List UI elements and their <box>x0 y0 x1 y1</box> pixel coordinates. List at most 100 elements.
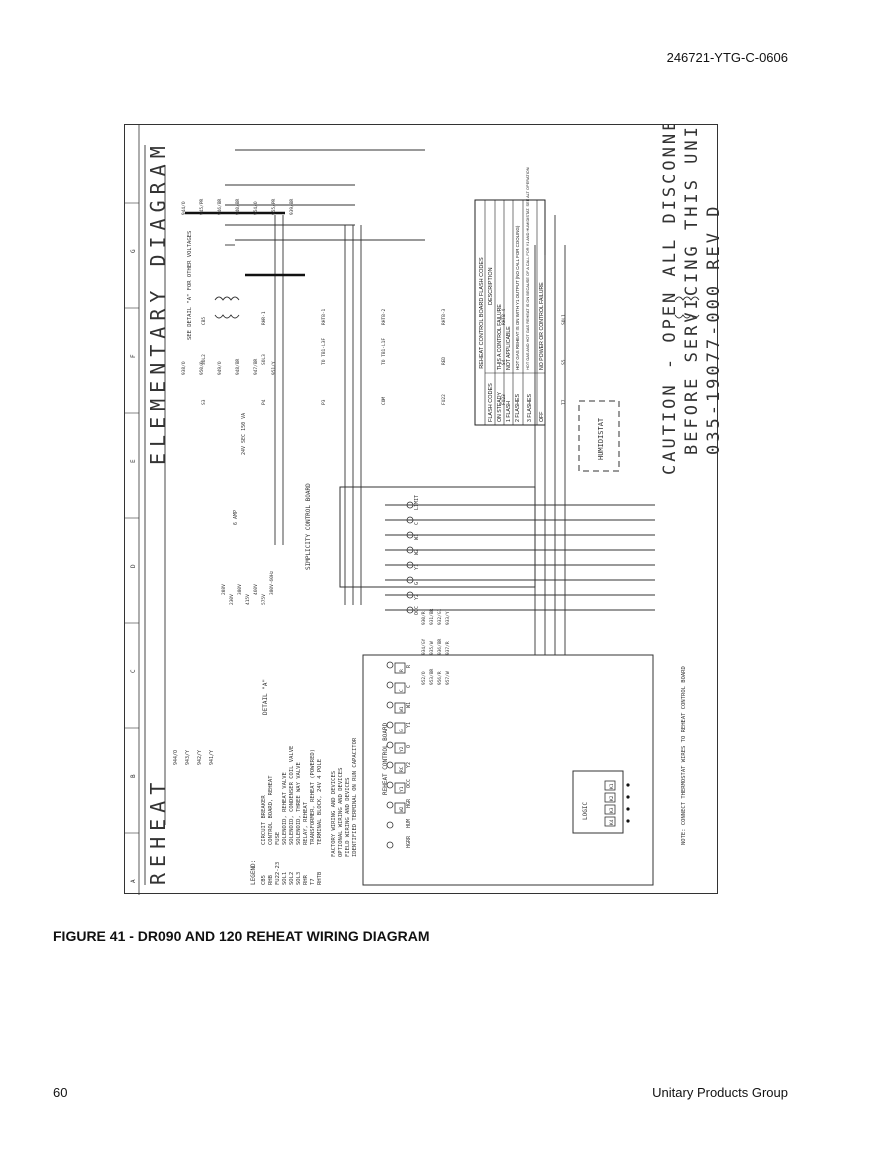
misc-label-14: S3 <box>201 399 207 405</box>
wire-mid-6: 936/BR <box>437 638 443 655</box>
misc-label-15: P4 <box>261 399 267 405</box>
thermostat-terminal-label-1: C <box>399 689 405 692</box>
wire-top-8: 950/O <box>199 361 205 375</box>
wire-top-5: 955/PR <box>271 198 277 215</box>
simplicity-control-board: SIMPLICITY CONTROL BOARD LIMITCW1W2Y1GY2… <box>305 483 536 615</box>
flash-row-5-code: OFF <box>539 412 545 422</box>
misc-label-12: S4 <box>501 359 507 365</box>
thermostat-terminal-0 <box>394 662 406 674</box>
wire-top-1: 945/PR <box>199 198 205 215</box>
legend-code-4: SOL2 <box>289 872 295 885</box>
misc-label-3: RHTB-2 <box>381 308 387 325</box>
caution-block: CAUTION - OPEN ALL DISCONNECTS BEFORE SE… <box>660 125 719 475</box>
legend-code-6: RHR <box>303 874 309 885</box>
wire-left-1: 943/Y <box>185 750 191 765</box>
reheat-terminal-label-9: HGRR <box>406 835 412 848</box>
reheat-terminal-5 <box>386 761 394 769</box>
legend-code-8: RHTB <box>317 871 323 885</box>
thermostat-terminal-5 <box>394 762 406 774</box>
reheat-terminal-8 <box>386 821 394 829</box>
wire-top-7: 938/O <box>181 361 187 375</box>
wire-mid-2: 932/G1 <box>437 608 443 625</box>
reheat-terminal-label-0: R <box>406 664 412 668</box>
thermostat-terminal-1 <box>394 682 406 694</box>
flash-row-1-code: ON STEADY <box>497 391 503 422</box>
thermostat-terminal-2 <box>394 702 406 714</box>
misc-label-6: SOL1 <box>561 314 567 325</box>
logic-label: LOGIC <box>582 802 589 820</box>
wire-mid-3: 933/Y <box>445 611 451 625</box>
flash-table-header-codes: FLASH CODES <box>488 383 494 422</box>
flash-row-2-code: 1 FLASH <box>506 401 512 422</box>
wire-mid-9: 953/BR <box>429 668 435 685</box>
wire-mid-11: 957/W <box>445 671 451 685</box>
reheat-terminal-4 <box>386 741 394 749</box>
legend-desc-1: CONTROL BOARD, REHEAT <box>268 775 274 845</box>
ruler-letter-4: E <box>130 459 137 463</box>
reheat-terminal-label-3: Y1 <box>406 722 412 728</box>
line-legend-2: FIELD WIRING AND DEVICES <box>345 778 351 857</box>
flash-row-4-code: 3 FLASHES <box>527 393 533 422</box>
line-legend-1: OPTIONAL WIRING AND DEVICES <box>338 768 344 857</box>
reheat-terminal-9 <box>386 841 394 849</box>
flash-row-4-desc: HOT GAS AND HOT GAS REHEAT IS ON BECAUSE… <box>525 167 530 370</box>
caution-line-2: BEFORE SERVICING THIS UNIT <box>682 125 702 455</box>
relay-node-3 <box>626 819 630 823</box>
relay-label-0: K1 <box>609 783 615 789</box>
legend-code-0: CB5 <box>261 875 267 885</box>
reheat-terminal-0 <box>386 661 394 669</box>
caution-line-3: 035-19077-000 REV D <box>704 204 719 455</box>
relay-node-1 <box>626 795 630 799</box>
ruler-letter-5: F <box>130 354 137 358</box>
line-legend-0: FACTORY WIRING AND DEVICES <box>331 771 337 857</box>
legend-code-5: SOL3 <box>296 872 302 885</box>
simplicity-terminal-label-7: OCC <box>414 606 420 615</box>
see-detail-note: SEE DETAIL "A" FOR OTHER VOLTAGES <box>187 231 193 340</box>
legend-desc-3: SOLENOID, REHEAT VALVE <box>282 772 288 845</box>
legend-desc-5: SOLENOID, THREE WAY VALVE <box>296 762 302 845</box>
relay-node-2 <box>626 807 630 811</box>
reheat-control-board: REHEAT CONTROL BOARD RCW1Y1OY2OCCHGRHUMH… <box>362 654 687 886</box>
figure-caption: FIGURE 41 - DR090 AND 120 REHEAT WIRING … <box>53 928 430 944</box>
relay-node-0 <box>626 783 630 787</box>
ruler-letter-3: D <box>130 564 137 568</box>
misc-label-1: RHR-1 <box>261 311 267 325</box>
relay-3 <box>604 816 616 827</box>
wiring-lines <box>144 145 655 885</box>
logic-block <box>572 770 624 834</box>
misc-label-18: FU22 <box>441 394 447 405</box>
thermostat-terminal-4 <box>394 742 406 754</box>
thermostat-terminal-label-6: Y1 <box>399 786 405 792</box>
simplicity-terminal-label-5: G <box>414 582 420 585</box>
caution-line-1: CAUTION - OPEN ALL DISCONNECTS <box>660 125 680 475</box>
misc-label-2: RHTB-1 <box>321 308 327 325</box>
thermostat-terminal-label-3: G <box>399 729 405 732</box>
diagram-title-reheat: REHEAT <box>146 777 170 885</box>
wire-mid-10: 956/R <box>437 671 443 685</box>
reheat-terminal-6 <box>386 781 394 789</box>
misc-label-9: TO TB1-L3F <box>321 338 327 365</box>
reheat-terminal-label-7: HGR <box>406 798 412 808</box>
reheat-terminal-label-8: HUM <box>406 819 412 828</box>
voltage-label-0: 208V <box>221 584 227 595</box>
flash-row-2-desc: NOT APPLICABLE <box>506 326 512 370</box>
reheat-terminal-label-6: OCC <box>406 779 412 788</box>
legend-desc-6: RELAY, REHEAT <box>303 801 309 845</box>
humidistat-label: HUMIDISTAT <box>597 417 605 460</box>
voltage-label-2: 380V <box>237 584 243 595</box>
thermostat-terminal-3 <box>394 722 406 734</box>
flash-row-3-desc: HOT GAS REHEAT IS ON WITH Y1 OUTPUT (NO … <box>515 225 520 370</box>
flash-code-table: REHEAT CONTROL BOARD FLASH CODES FLASH C… <box>474 167 546 426</box>
voltage-label-4: 460V <box>253 584 259 595</box>
ruler-letter-0: A <box>130 879 137 883</box>
relay-1 <box>604 792 616 803</box>
wire-top-9: 949/O <box>217 361 223 375</box>
simplicity-terminal-label-3: W2 <box>414 549 420 555</box>
